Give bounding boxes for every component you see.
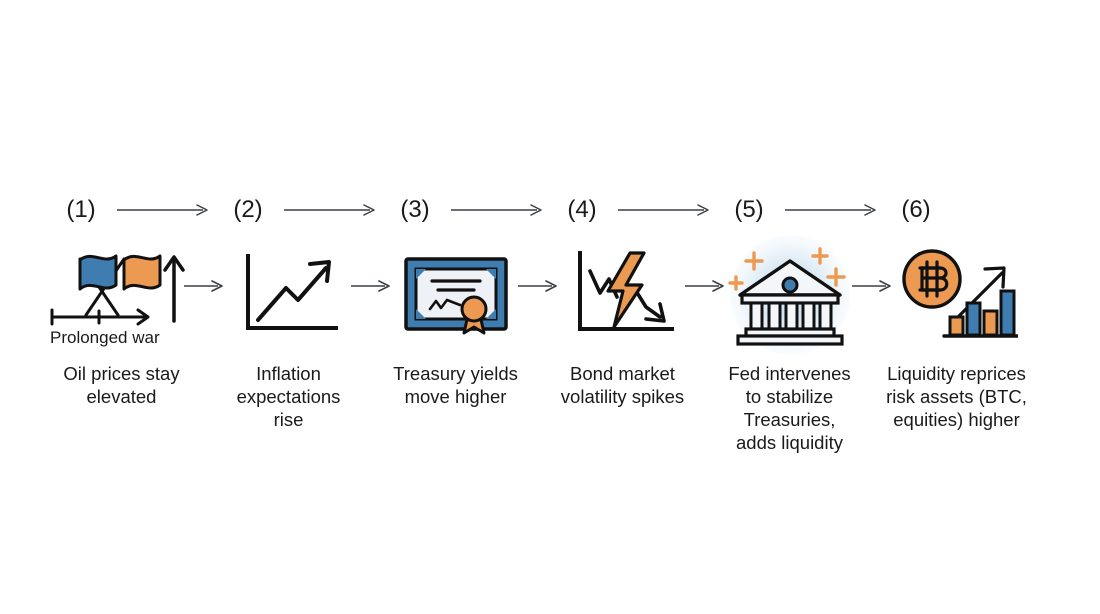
step-6-caption-line-2: risk assets (BTC,	[886, 386, 1027, 407]
treasury-certificate-icon	[403, 257, 508, 335]
step-number-4: (4)	[567, 196, 597, 223]
step-4-caption-line-2: volatility spikes	[560, 386, 685, 407]
bar-1	[948, 315, 964, 337]
step-number-1: (1)	[66, 196, 96, 223]
step-6-caption-line-3: equities) higher	[893, 409, 1020, 430]
step-number-6: (6)	[901, 196, 931, 223]
step-3-caption: Treasury yields move higher	[370, 362, 542, 408]
top-arrow-5-to-6	[775, 201, 890, 219]
arrow-right-icon	[518, 280, 557, 292]
step-6-caption: Liquidity reprices risk assets (BTC, equ…	[871, 362, 1043, 431]
arrow-right-icon	[852, 280, 891, 292]
sparkle-plus-icon	[727, 247, 846, 291]
step-3-caption-line-1: Treasury yields	[393, 363, 518, 384]
step-1-caption-line-2: elevated	[86, 386, 157, 407]
step-number-5: (5)	[734, 196, 764, 223]
step-content-row: Prolonged war Oil prices stay elevated	[38, 235, 1068, 454]
step-1-icon-box: Prolonged war	[38, 240, 205, 350]
step-1-caption: Oil prices stay elevated	[36, 362, 208, 408]
step-number-3: (3)	[400, 196, 430, 223]
top-arrow-3-to-4	[441, 201, 556, 219]
crossed-flags-timeline-icon	[50, 254, 185, 326]
arrow-right-icon	[351, 280, 390, 292]
step-5-icon-box	[706, 235, 873, 355]
step-number-row: (1) (2) (3)	[55, 190, 1055, 230]
step-6-icon-box	[873, 240, 1040, 350]
step-number-2: (2)	[233, 196, 263, 223]
step-number-cell-4: (4)	[556, 196, 723, 224]
bar-4	[999, 289, 1015, 337]
volatility-lightning-chart-icon	[577, 251, 674, 331]
step-5-caption-line-3: Treasuries,	[743, 409, 836, 430]
step-2-caption-line-1: Inflation	[256, 363, 321, 384]
step-5-caption-line-2: to stabilize	[745, 386, 834, 407]
arrow-right-icon	[685, 280, 724, 292]
step-2-icon-box	[205, 240, 372, 350]
step-6: Liquidity reprices risk assets (BTC, equ…	[873, 240, 1040, 431]
step-2-caption-line-2: expectations	[236, 386, 341, 407]
step-4: Bond market volatility spikes	[539, 240, 706, 408]
step-2-caption-line-3: rise	[273, 409, 304, 430]
step-number-cell-5: (5)	[723, 196, 890, 224]
step-4-caption: Bond market volatility spikes	[537, 362, 709, 408]
top-arrow-1-to-2	[107, 201, 222, 219]
step-number-cell-6: (6)	[890, 196, 1057, 224]
central-bank-building-icon	[727, 247, 846, 346]
step-1-icon-note: Prolonged war	[50, 328, 160, 347]
step-3-icon-box	[372, 240, 539, 350]
step-5: Fed intervenes to stabilize Treasuries, …	[704, 235, 876, 454]
step-3-caption-line-2: move higher	[404, 386, 507, 407]
step-4-caption-line-1: Bond market	[570, 363, 675, 384]
step-number-cell-1: (1)	[55, 196, 222, 224]
step-5-caption-line-4: adds liquidity	[736, 432, 843, 453]
step-2: Inflation expectations rise	[205, 240, 372, 431]
step-2-caption: Inflation expectations rise	[203, 362, 375, 431]
step-1-caption-line-1: Oil prices stay	[63, 363, 180, 384]
bitcoin-rising-bars-icon	[901, 249, 1018, 338]
step-4-icon-box	[539, 240, 706, 350]
step-number-cell-2: (2)	[222, 196, 389, 224]
rising-line-chart-icon	[245, 254, 338, 330]
top-arrow-4-to-5	[608, 201, 723, 219]
step-6-caption-line-1: Liquidity reprices	[887, 363, 1026, 384]
bar-2	[965, 301, 981, 337]
arrow-right-icon	[184, 280, 223, 292]
step-5-caption-line-1: Fed intervenes	[728, 363, 851, 384]
bar-3	[982, 309, 998, 337]
step-1: Prolonged war Oil prices stay elevated	[38, 240, 205, 408]
step-number-cell-3: (3)	[389, 196, 556, 224]
step-5-caption: Fed intervenes to stabilize Treasuries, …	[704, 362, 876, 454]
top-arrow-2-to-3	[274, 201, 389, 219]
step-3: Treasury yields move higher	[372, 240, 539, 408]
